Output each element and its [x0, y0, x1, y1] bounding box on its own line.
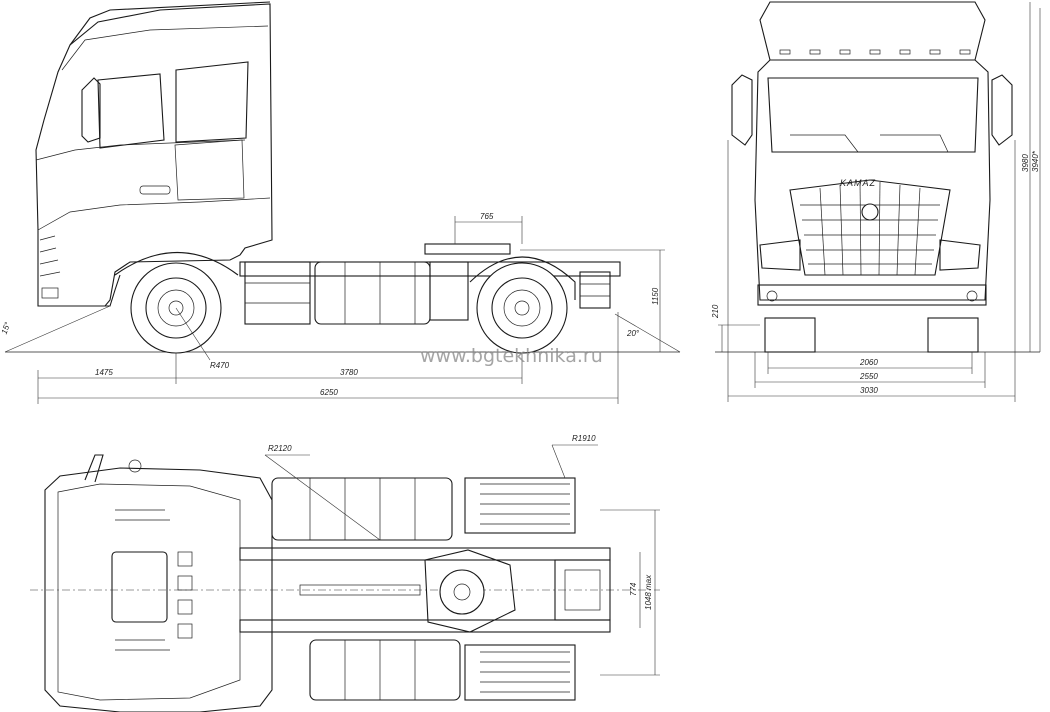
wheel-radius-label: R470: [210, 361, 230, 370]
front-view: [715, 1, 1041, 402]
frame-width-label: 774: [629, 582, 638, 596]
overall-length-label: 6250: [320, 388, 338, 397]
height-alt-label: 3940*: [1031, 150, 1040, 172]
side-view: [4, 1, 681, 404]
wheelbase-label: 3780: [340, 368, 358, 377]
angle-rear-label: 20°: [626, 329, 640, 338]
ground-clearance-label: 210: [711, 304, 720, 319]
turn-radius-label: R2120: [268, 444, 292, 453]
front-overhang-label: 1475: [95, 368, 113, 377]
height-label: 3980: [1021, 154, 1030, 172]
frame-width-max-label: 1048 max: [644, 574, 653, 610]
fifth-wheel-height-label: 1150: [651, 287, 660, 305]
coupling-radius-label: R1910: [572, 434, 596, 443]
watermark: www.bgtekhnika.ru: [420, 345, 603, 367]
top-view: [30, 444, 660, 712]
angle-front-label: 15°: [0, 320, 13, 335]
width-label: 2550: [859, 372, 878, 381]
width-mirrors-label: 3030: [860, 386, 878, 395]
fifth-wheel-offset-label: 765: [480, 212, 494, 221]
brand-name: KAMAZ: [840, 178, 876, 188]
track-label: 2060: [859, 358, 878, 367]
